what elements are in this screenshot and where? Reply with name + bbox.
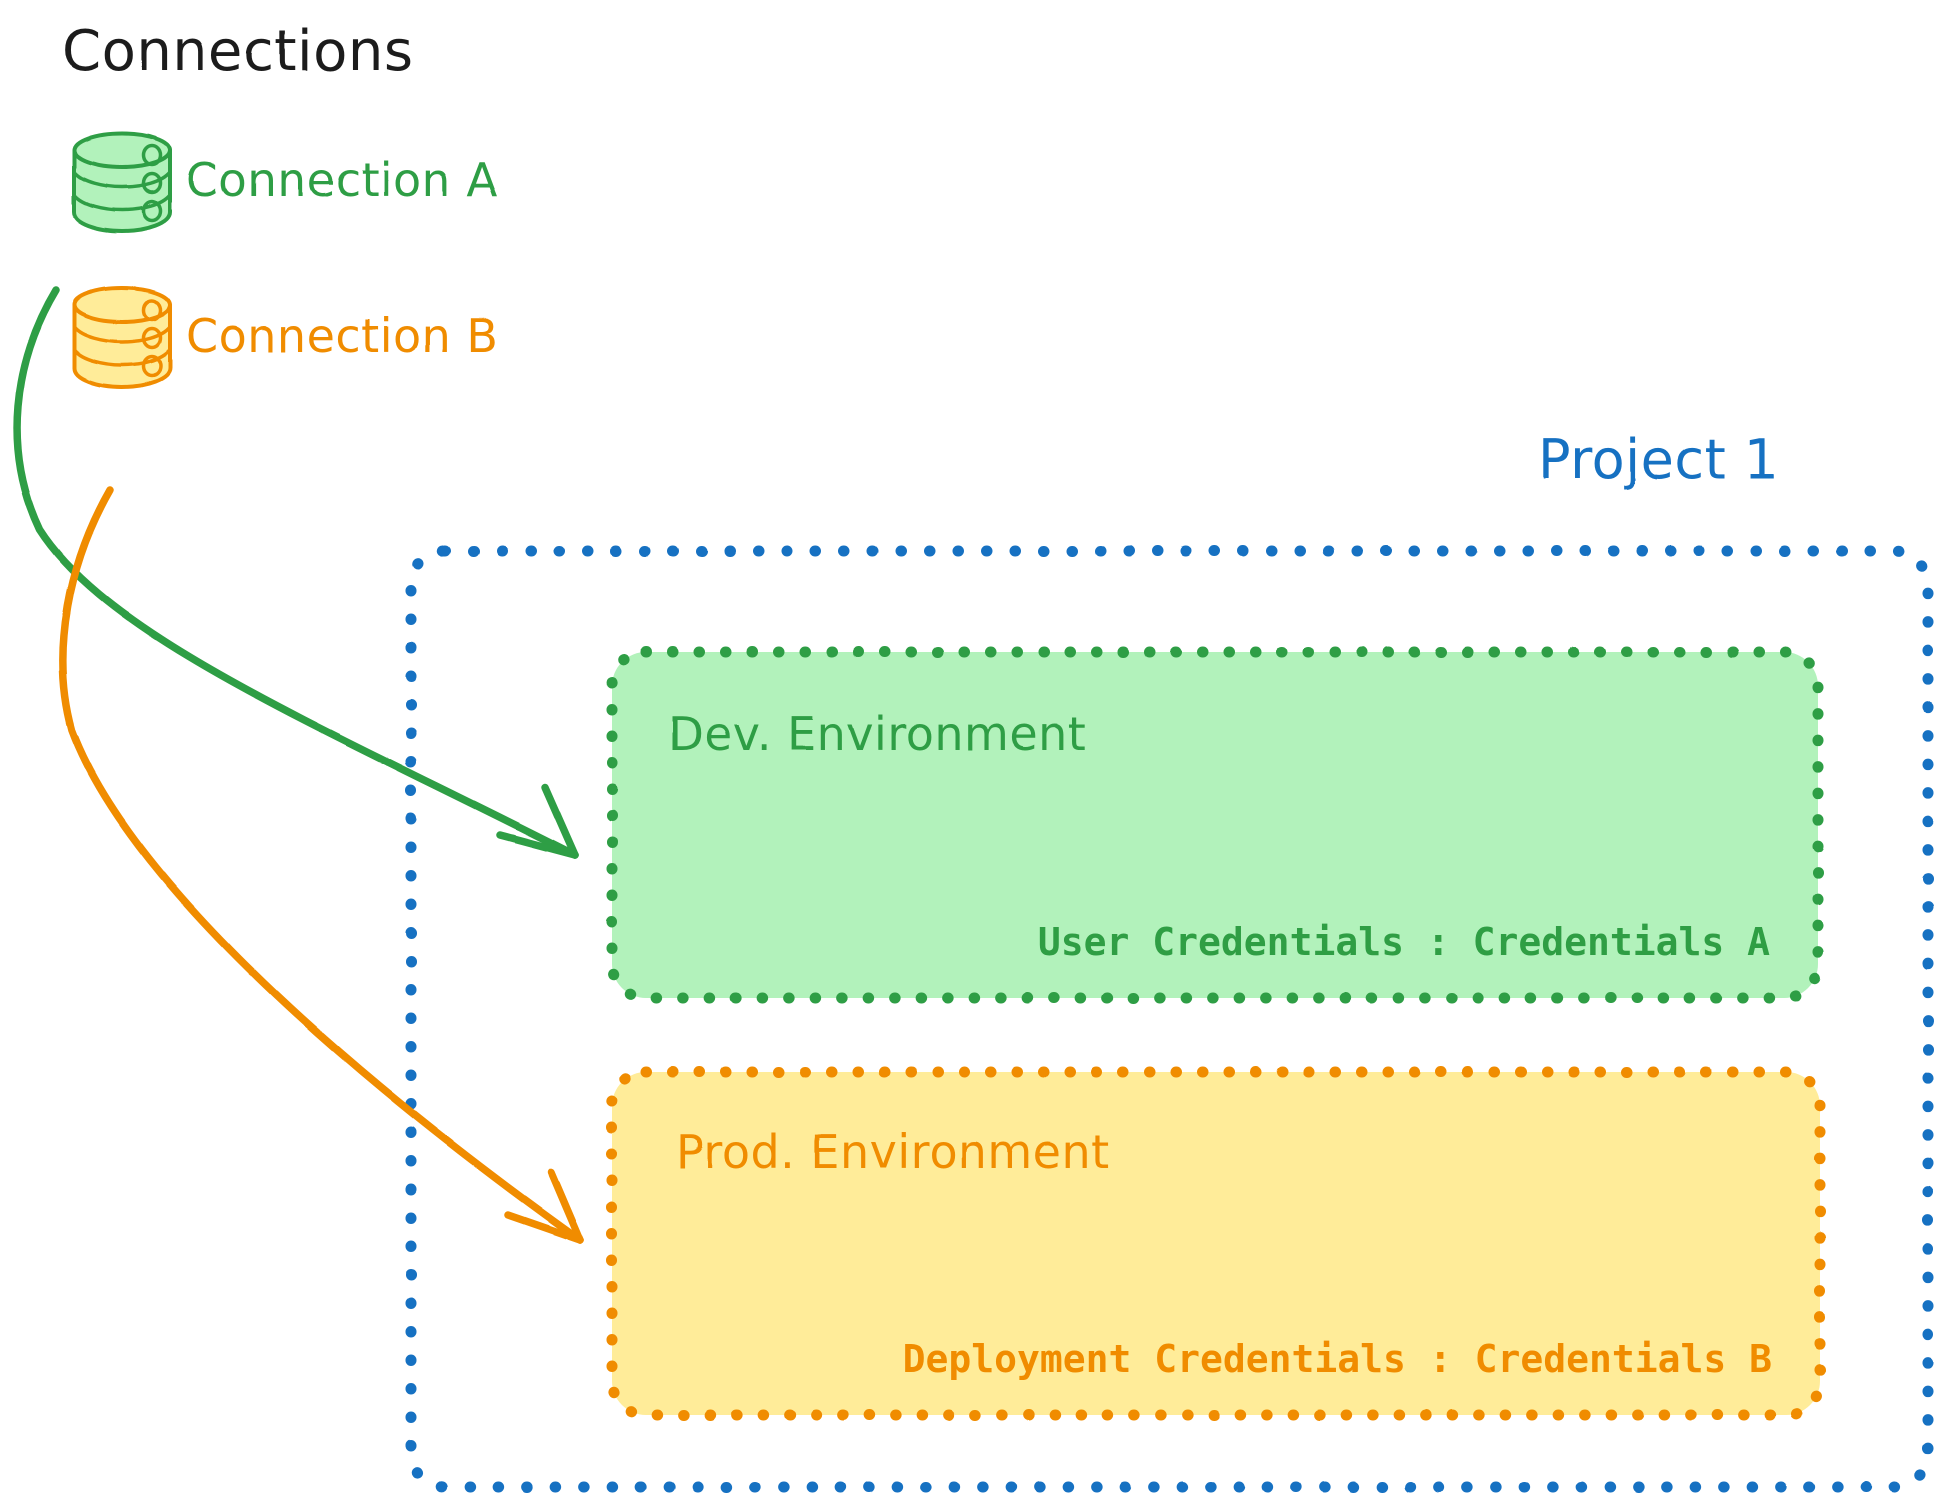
prod-environment-border [606, 1066, 1826, 1421]
connections-heading: Connections [62, 19, 414, 84]
dev-environment-fill [612, 652, 1818, 998]
dev-credentials-label: User Credentials : Credentials A [1038, 920, 1770, 964]
connection-a-group[interactable]: Connection A [72, 131, 498, 233]
prod-environment-title: Prod. Environment [676, 1125, 1110, 1179]
database-icon [72, 131, 172, 233]
arrow-connection-b-to-prod [59, 486, 584, 1244]
prod-credentials-label: Deployment Credentials : Credentials B [903, 1337, 1772, 1381]
connection-b-label: Connection B [186, 309, 498, 363]
dev-environment-border [606, 646, 1824, 1004]
dev-environment-box[interactable]: Dev. Environment User Credentials : Cred… [606, 646, 1824, 1004]
database-icon [72, 286, 172, 389]
dev-environment-title: Dev. Environment [668, 707, 1086, 761]
prod-environment-fill [612, 1072, 1820, 1415]
project-label: Project 1 [1538, 428, 1779, 491]
connection-b-group[interactable]: Connection B [72, 286, 498, 389]
project-container [405, 545, 1934, 1493]
connection-a-label: Connection A [186, 153, 498, 207]
prod-environment-box[interactable]: Prod. Environment Deployment Credentials… [606, 1066, 1826, 1421]
